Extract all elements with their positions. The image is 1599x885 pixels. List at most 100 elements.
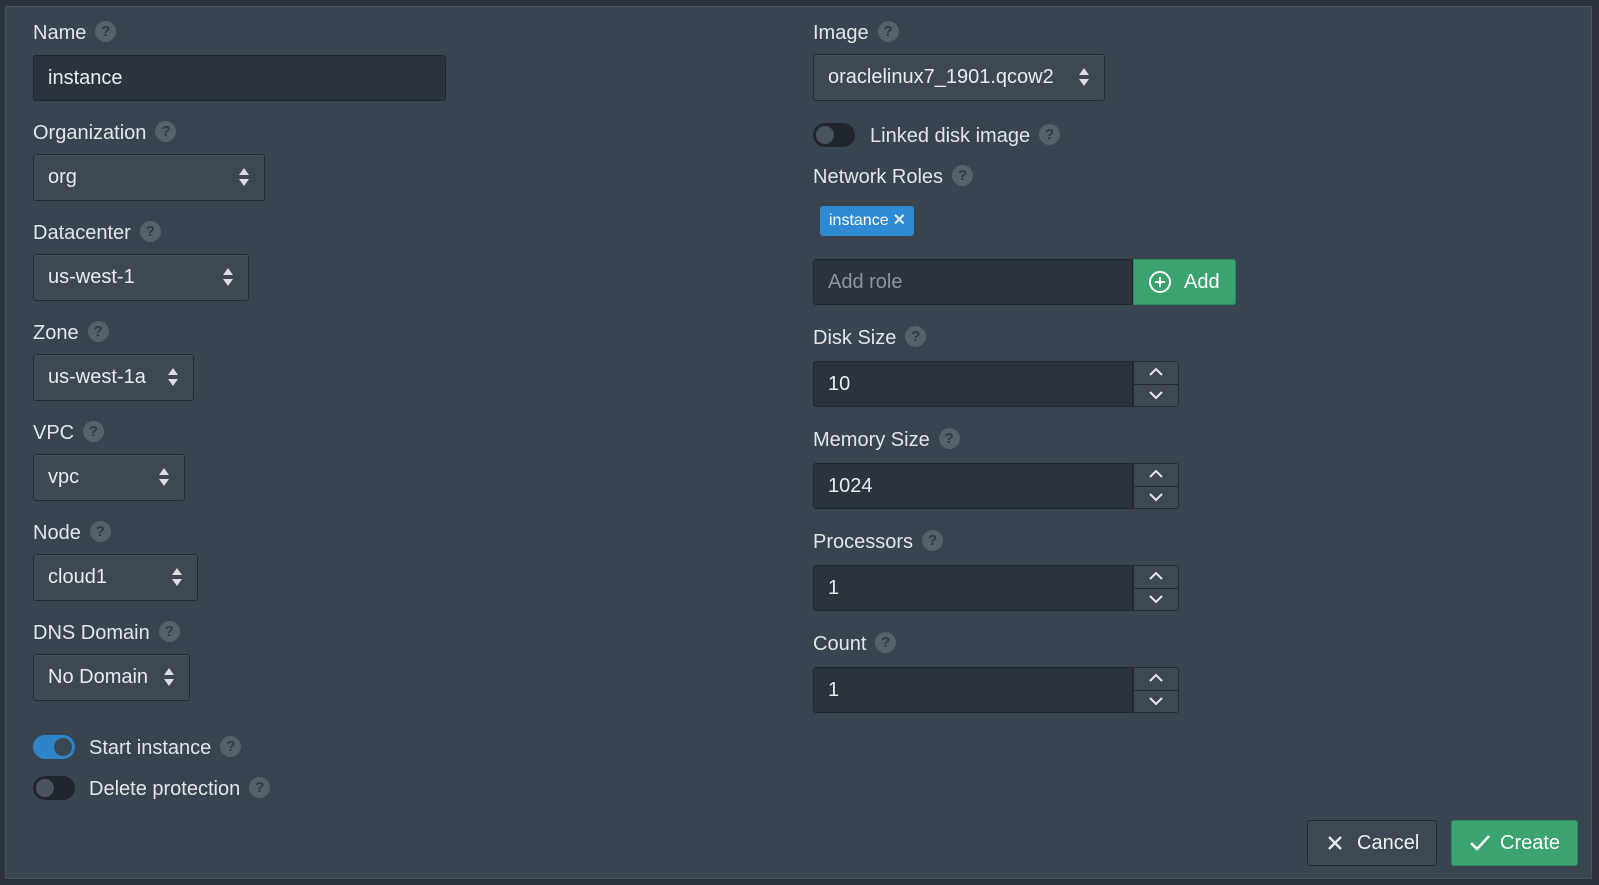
help-icon[interactable]: ? [139, 221, 161, 243]
decrement-button[interactable] [1134, 589, 1178, 611]
count-stepper[interactable] [1133, 667, 1179, 713]
increment-button[interactable] [1134, 668, 1178, 691]
dns-domain-label-text: DNS Domain [33, 622, 150, 644]
increment-button[interactable] [1134, 566, 1178, 589]
linked-disk-image-label-text: Linked disk image [870, 125, 1031, 147]
help-icon[interactable]: ? [89, 521, 111, 543]
toggle-knob [36, 779, 54, 797]
increment-button[interactable] [1134, 464, 1178, 487]
remove-tag-icon[interactable]: ✕ [892, 212, 906, 229]
disk-size-label: Disk Size? [813, 326, 927, 350]
help-icon[interactable]: ? [875, 632, 897, 654]
help-icon[interactable]: ? [922, 530, 944, 552]
add-role-button[interactable]: Add [1133, 259, 1236, 305]
processors-stepper[interactable] [1133, 565, 1179, 611]
help-icon[interactable]: ? [87, 321, 109, 343]
memory-size-stepper[interactable] [1133, 463, 1179, 509]
linked-disk-image-toggle[interactable] [813, 123, 855, 147]
datacenter-label: Datacenter? [33, 221, 161, 245]
help-icon[interactable]: ? [1039, 124, 1061, 146]
sort-arrows-icon [159, 468, 169, 486]
decrement-button[interactable] [1134, 487, 1178, 509]
help-icon[interactable]: ? [249, 777, 271, 799]
help-icon[interactable]: ? [220, 736, 242, 758]
chevron-down-icon [1149, 391, 1163, 400]
add-role-input[interactable] [813, 259, 1133, 305]
vpc-select-value: vpc [48, 466, 80, 488]
network-roles-label-text: Network Roles [813, 166, 944, 188]
role-tag-label: instance [829, 212, 889, 229]
memory-size-label-text: Memory Size [813, 429, 930, 451]
image-select-value: oraclelinux7_1901.qcow2 [828, 66, 1054, 88]
chevron-up-icon [1149, 571, 1163, 580]
delete-protection-label-text: Delete protection [89, 778, 241, 800]
help-icon[interactable]: ? [83, 421, 105, 443]
memory-size-input[interactable] [813, 463, 1133, 509]
dns-domain-label: DNS Domain? [33, 621, 180, 645]
cancel-button-label: Cancel [1357, 832, 1420, 854]
create-button-label: Create [1500, 832, 1561, 854]
zone-label-text: Zone [33, 322, 79, 344]
chevron-down-icon [1149, 697, 1163, 706]
count-label: Count? [813, 632, 897, 656]
name-label: Name? [33, 21, 117, 45]
chevron-up-icon [1149, 469, 1163, 478]
image-select[interactable]: oraclelinux7_1901.qcow2 [813, 54, 1105, 101]
count-input[interactable] [813, 667, 1133, 713]
checkmark-icon [1470, 835, 1490, 851]
organization-label: Organization? [33, 121, 177, 145]
node-select-value: cloud1 [48, 566, 107, 588]
image-label-text: Image [813, 22, 869, 44]
datacenter-select[interactable]: us-west-1 [33, 254, 249, 301]
increment-button[interactable] [1134, 362, 1178, 385]
help-icon[interactable]: ? [95, 21, 117, 43]
chevron-down-icon [1149, 595, 1163, 604]
disk-size-stepper[interactable] [1133, 361, 1179, 407]
image-label: Image? [813, 21, 899, 45]
help-icon[interactable]: ? [158, 621, 180, 643]
chevron-down-icon [1149, 493, 1163, 502]
name-input[interactable] [33, 55, 446, 101]
cancel-button[interactable]: Cancel [1307, 820, 1437, 866]
dns-domain-select-value: No Domain [48, 666, 149, 688]
vpc-label: VPC? [33, 421, 105, 445]
organization-label-text: Organization [33, 122, 147, 144]
help-icon[interactable]: ? [952, 165, 974, 187]
decrement-button[interactable] [1134, 691, 1178, 713]
start-instance-label-text: Start instance [89, 737, 212, 759]
help-icon[interactable]: ? [877, 21, 899, 43]
node-label-text: Node [33, 522, 81, 544]
node-label: Node? [33, 521, 111, 545]
processors-input[interactable] [813, 565, 1133, 611]
start-instance-toggle[interactable] [33, 735, 75, 759]
role-tag: instance✕ [820, 206, 914, 236]
zone-select[interactable]: us-west-1a [33, 354, 194, 401]
zone-label: Zone? [33, 321, 109, 345]
close-icon [1328, 836, 1342, 850]
delete-protection-toggle[interactable] [33, 776, 75, 800]
name-label-text: Name [33, 22, 87, 44]
create-button[interactable]: Create [1451, 820, 1578, 866]
toggle-knob [816, 126, 834, 144]
organization-select[interactable]: org [33, 154, 265, 201]
vpc-label-text: VPC [33, 422, 75, 444]
sort-arrows-icon [239, 168, 249, 186]
node-select[interactable]: cloud1 [33, 554, 198, 601]
disk-size-input[interactable] [813, 361, 1133, 407]
zone-select-value: us-west-1a [48, 366, 146, 388]
help-icon[interactable]: ? [938, 428, 960, 450]
linked-disk-image-label: Linked disk image? [870, 124, 1061, 148]
add-role-button-label: Add [1184, 271, 1220, 293]
chevron-up-icon [1149, 673, 1163, 682]
help-icon[interactable]: ? [905, 326, 927, 348]
memory-size-label: Memory Size? [813, 428, 960, 452]
processors-label: Processors? [813, 530, 944, 554]
decrement-button[interactable] [1134, 385, 1178, 407]
sort-arrows-icon [172, 568, 182, 586]
sort-arrows-icon [223, 268, 233, 286]
vpc-select[interactable]: vpc [33, 454, 185, 501]
help-icon[interactable]: ? [155, 121, 177, 143]
datacenter-label-text: Datacenter [33, 222, 131, 244]
dns-domain-select[interactable]: No Domain [33, 654, 190, 701]
start-instance-label: Start instance? [89, 736, 242, 760]
